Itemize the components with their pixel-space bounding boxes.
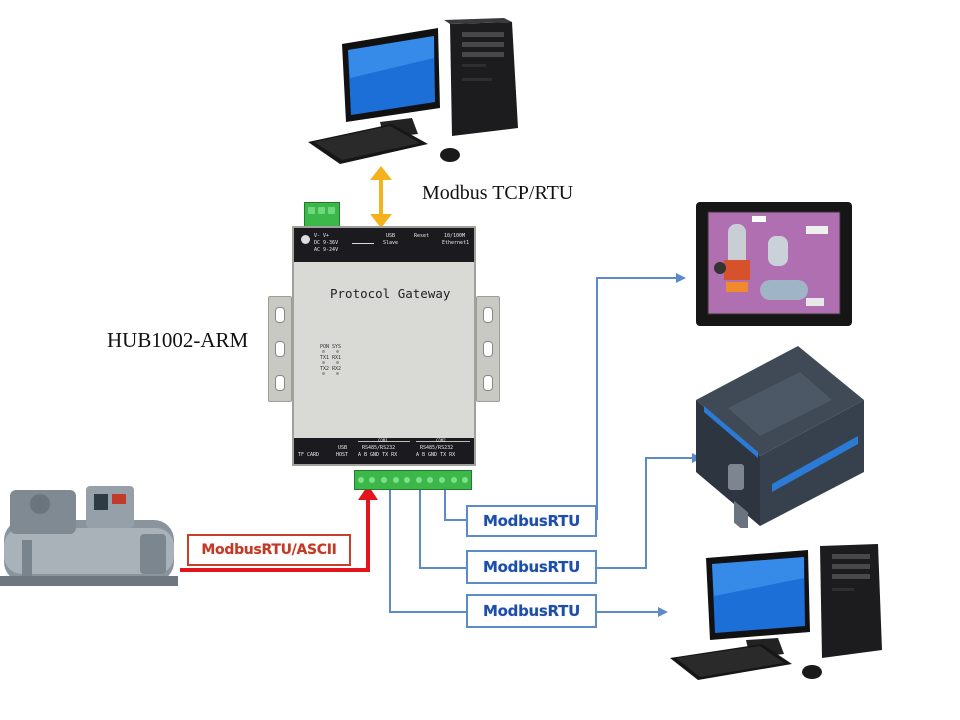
gateway-body: V- V+ DC 9-36V AC 9-24V USB Slave Reset …: [292, 226, 476, 466]
output-line-plc: [419, 453, 702, 569]
plc-controller-icon: [696, 346, 864, 528]
status-leds: PON SYS TX1 RX1 TX2 RX2: [320, 344, 350, 384]
ethernet-label-2: Ethernet1: [442, 240, 470, 246]
gateway-device: V- V+ DC 9-36V AC 9-24V USB Slave Reset …: [268, 200, 500, 500]
desktop-computer-icon: [670, 544, 882, 680]
ethernet-link-label: Modbus TCP/RTU: [422, 182, 574, 204]
com1-title: COM1: [378, 438, 388, 443]
led-label-tx2-rx2: TX2 RX2: [320, 366, 342, 372]
desktop-computer-icon: [308, 18, 518, 164]
gateway-top-panel: V- V+ DC 9-36V AC 9-24V USB Slave Reset …: [294, 228, 474, 262]
output-line-hmi: [444, 273, 686, 521]
ethernet-link-arrow: [370, 166, 392, 228]
ground-icon: [301, 235, 310, 244]
input-protocol-label: ModbusRTU/ASCII: [187, 534, 351, 566]
power-terminal: [304, 202, 340, 228]
ethernet-label: 10/100M: [444, 233, 466, 239]
serial-terminal-strip: [354, 470, 472, 490]
power-dc-label: DC 9-36V: [314, 240, 339, 246]
tf-card-label: TF CARD: [298, 452, 320, 458]
usb-host-label-2: HOST: [336, 452, 349, 458]
usb-host-label: USB: [338, 445, 348, 451]
power-label: V- V+: [314, 233, 330, 239]
output-line-pc: [389, 490, 668, 617]
output-protocol-label-3: ModbusRTU: [466, 594, 597, 628]
led-label-tx1-rx1: TX1 RX1: [320, 355, 342, 361]
hmi-touch-panel-icon: [696, 202, 852, 326]
mounting-ear-left: [268, 296, 292, 402]
dc-jack-icon: [352, 238, 374, 244]
com1-type: RS485/RS232: [362, 445, 396, 451]
com2-pins: A B GND TX RX: [416, 452, 456, 458]
power-ac-label: AC 9-24V: [314, 247, 339, 253]
usb-slave-label-2: Slave: [383, 240, 399, 246]
chiller-machine-icon: [0, 486, 178, 586]
gateway-bottom-panel: TF CARD USB HOST COM1 RS485/RS232 A B GN…: [294, 438, 474, 464]
com1-pins: A B GND TX RX: [358, 452, 398, 458]
gateway-title: Protocol Gateway: [330, 286, 451, 301]
com2-title: COM2: [436, 438, 446, 443]
device-model-label: HUB1002-ARM: [107, 328, 249, 352]
com2-type: RS485/RS232: [420, 445, 454, 451]
output-protocol-label-2: ModbusRTU: [466, 550, 597, 584]
output-protocol-label-1: ModbusRTU: [466, 505, 597, 537]
reset-label: Reset: [414, 233, 430, 239]
usb-slave-label: USB: [386, 233, 396, 239]
serial-input-line: [180, 485, 378, 572]
led-label-pon-sys: PON SYS: [320, 344, 342, 350]
mounting-ear-right: [476, 296, 500, 402]
